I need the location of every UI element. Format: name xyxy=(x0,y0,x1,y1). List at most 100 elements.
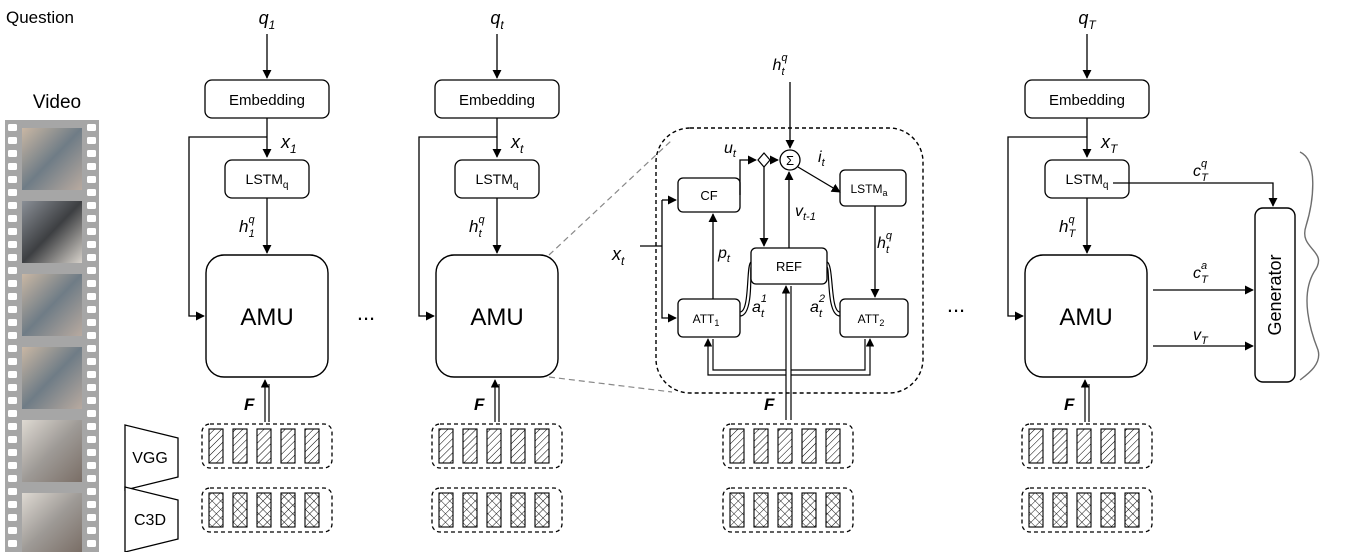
film-sprocket xyxy=(87,176,96,183)
c3d-feature-bar xyxy=(232,492,248,528)
film-sprocket xyxy=(87,527,96,534)
lstm-q-label: LSTMq xyxy=(1066,171,1109,191)
film-sprocket xyxy=(8,163,17,170)
c3d-feature-bar xyxy=(534,492,550,528)
feature-label: F xyxy=(244,395,255,414)
film-sprocket xyxy=(87,501,96,508)
feature-label: F xyxy=(474,395,485,414)
film-sprocket xyxy=(8,124,17,131)
film-sprocket xyxy=(87,189,96,196)
film-sprocket xyxy=(8,293,17,300)
att1-label: ATT1 xyxy=(693,312,720,328)
c3d-feature-bar xyxy=(256,492,272,528)
feature-label: F xyxy=(764,395,775,414)
embedding-label: Embedding xyxy=(229,92,305,109)
film-sprocket xyxy=(8,423,17,430)
film-sprocket xyxy=(87,462,96,469)
vgg-feature-bar xyxy=(232,428,248,464)
vgg-feature-bar xyxy=(1100,428,1116,464)
c3d-feature-bar xyxy=(1028,492,1044,528)
att1-box xyxy=(677,298,741,338)
video-frame-5 xyxy=(22,420,82,482)
vgg-extractor: VGG xyxy=(124,424,179,491)
c3d-feature-bar xyxy=(280,492,296,528)
film-sprocket xyxy=(8,540,17,547)
film-sprocket xyxy=(87,514,96,521)
c3d-feature-bar xyxy=(462,492,478,528)
detail-v-prev: vt-1 xyxy=(795,203,816,223)
c3d-feature-group xyxy=(722,487,854,533)
cf-label: CF xyxy=(700,188,717,203)
vgg-feature-bar xyxy=(753,428,769,464)
amu-detail-panel: CF LSTMa REF ATT1 ATT2 Σ xyxy=(611,52,924,420)
att2-box xyxy=(839,298,909,338)
film-sprocket xyxy=(8,215,17,222)
generator-block: Generator xyxy=(1254,207,1296,383)
film-sprocket xyxy=(87,436,96,443)
c3d-feature-bar xyxy=(729,492,745,528)
film-sprocket xyxy=(87,488,96,495)
vgg-feature-group xyxy=(1021,423,1153,469)
amu-box xyxy=(435,254,559,378)
film-sprocket xyxy=(87,423,96,430)
vgg-feature-bar xyxy=(1028,428,1044,464)
vgg-feature-bar xyxy=(777,428,793,464)
film-sprocket xyxy=(87,371,96,378)
vgg-feature-bar xyxy=(534,428,550,464)
c3d-feature-bar xyxy=(1124,492,1140,528)
film-sprocket xyxy=(87,137,96,144)
ellipsis-right: ... xyxy=(947,292,965,317)
c3d-feature-bar xyxy=(510,492,526,528)
concat-node xyxy=(757,152,771,168)
film-sprocket xyxy=(8,306,17,313)
feature-label: F xyxy=(1064,395,1075,414)
film-sprocket xyxy=(8,345,17,352)
c3d-feature-bar xyxy=(1100,492,1116,528)
question-label: Question xyxy=(6,8,74,27)
film-sprocket xyxy=(87,215,96,222)
film-sprocket xyxy=(87,202,96,209)
c3d-feature-bar xyxy=(777,492,793,528)
c3d-feature-bar xyxy=(1076,492,1092,528)
ellipsis-left: ... xyxy=(357,300,375,325)
film-sprocket xyxy=(8,241,17,248)
film-sprocket xyxy=(8,488,17,495)
vgg-feature-bar xyxy=(825,428,841,464)
vgg-feature-bar xyxy=(462,428,478,464)
ref-label: REF xyxy=(776,259,802,274)
film-sprocket xyxy=(8,449,17,456)
detail-u: ut xyxy=(724,140,737,160)
vgg-feature-group xyxy=(722,423,854,469)
film-sprocket xyxy=(87,228,96,235)
question-token: q1 xyxy=(259,8,276,32)
film-sprocket xyxy=(87,475,96,482)
video-label: Video xyxy=(33,92,81,113)
sum-node xyxy=(779,149,801,171)
video-frame-2 xyxy=(22,201,82,263)
film-sprocket xyxy=(8,358,17,365)
film-sprocket xyxy=(8,384,17,391)
film-sprocket xyxy=(8,397,17,404)
c3d-feature-bar xyxy=(208,492,224,528)
embedding-output-x: xT xyxy=(1100,132,1119,156)
film-sprocket xyxy=(8,228,17,235)
film-sprocket xyxy=(87,345,96,352)
zoom-line-top xyxy=(548,139,673,256)
output-distribution-curve xyxy=(1299,151,1320,381)
lstm-a-label: LSTMa xyxy=(850,182,887,198)
output-v: vT xyxy=(1193,327,1209,347)
video-frame-4 xyxy=(22,347,82,409)
amu-box xyxy=(205,254,329,378)
film-sprocket xyxy=(87,384,96,391)
video-frame-3 xyxy=(22,274,82,336)
film-sprocket xyxy=(87,267,96,274)
c3d-feature-bar xyxy=(486,492,502,528)
lstm-q-label: LSTMq xyxy=(476,171,519,191)
c3d-feature-bar xyxy=(1052,492,1068,528)
vgg-feature-bar xyxy=(801,428,817,464)
